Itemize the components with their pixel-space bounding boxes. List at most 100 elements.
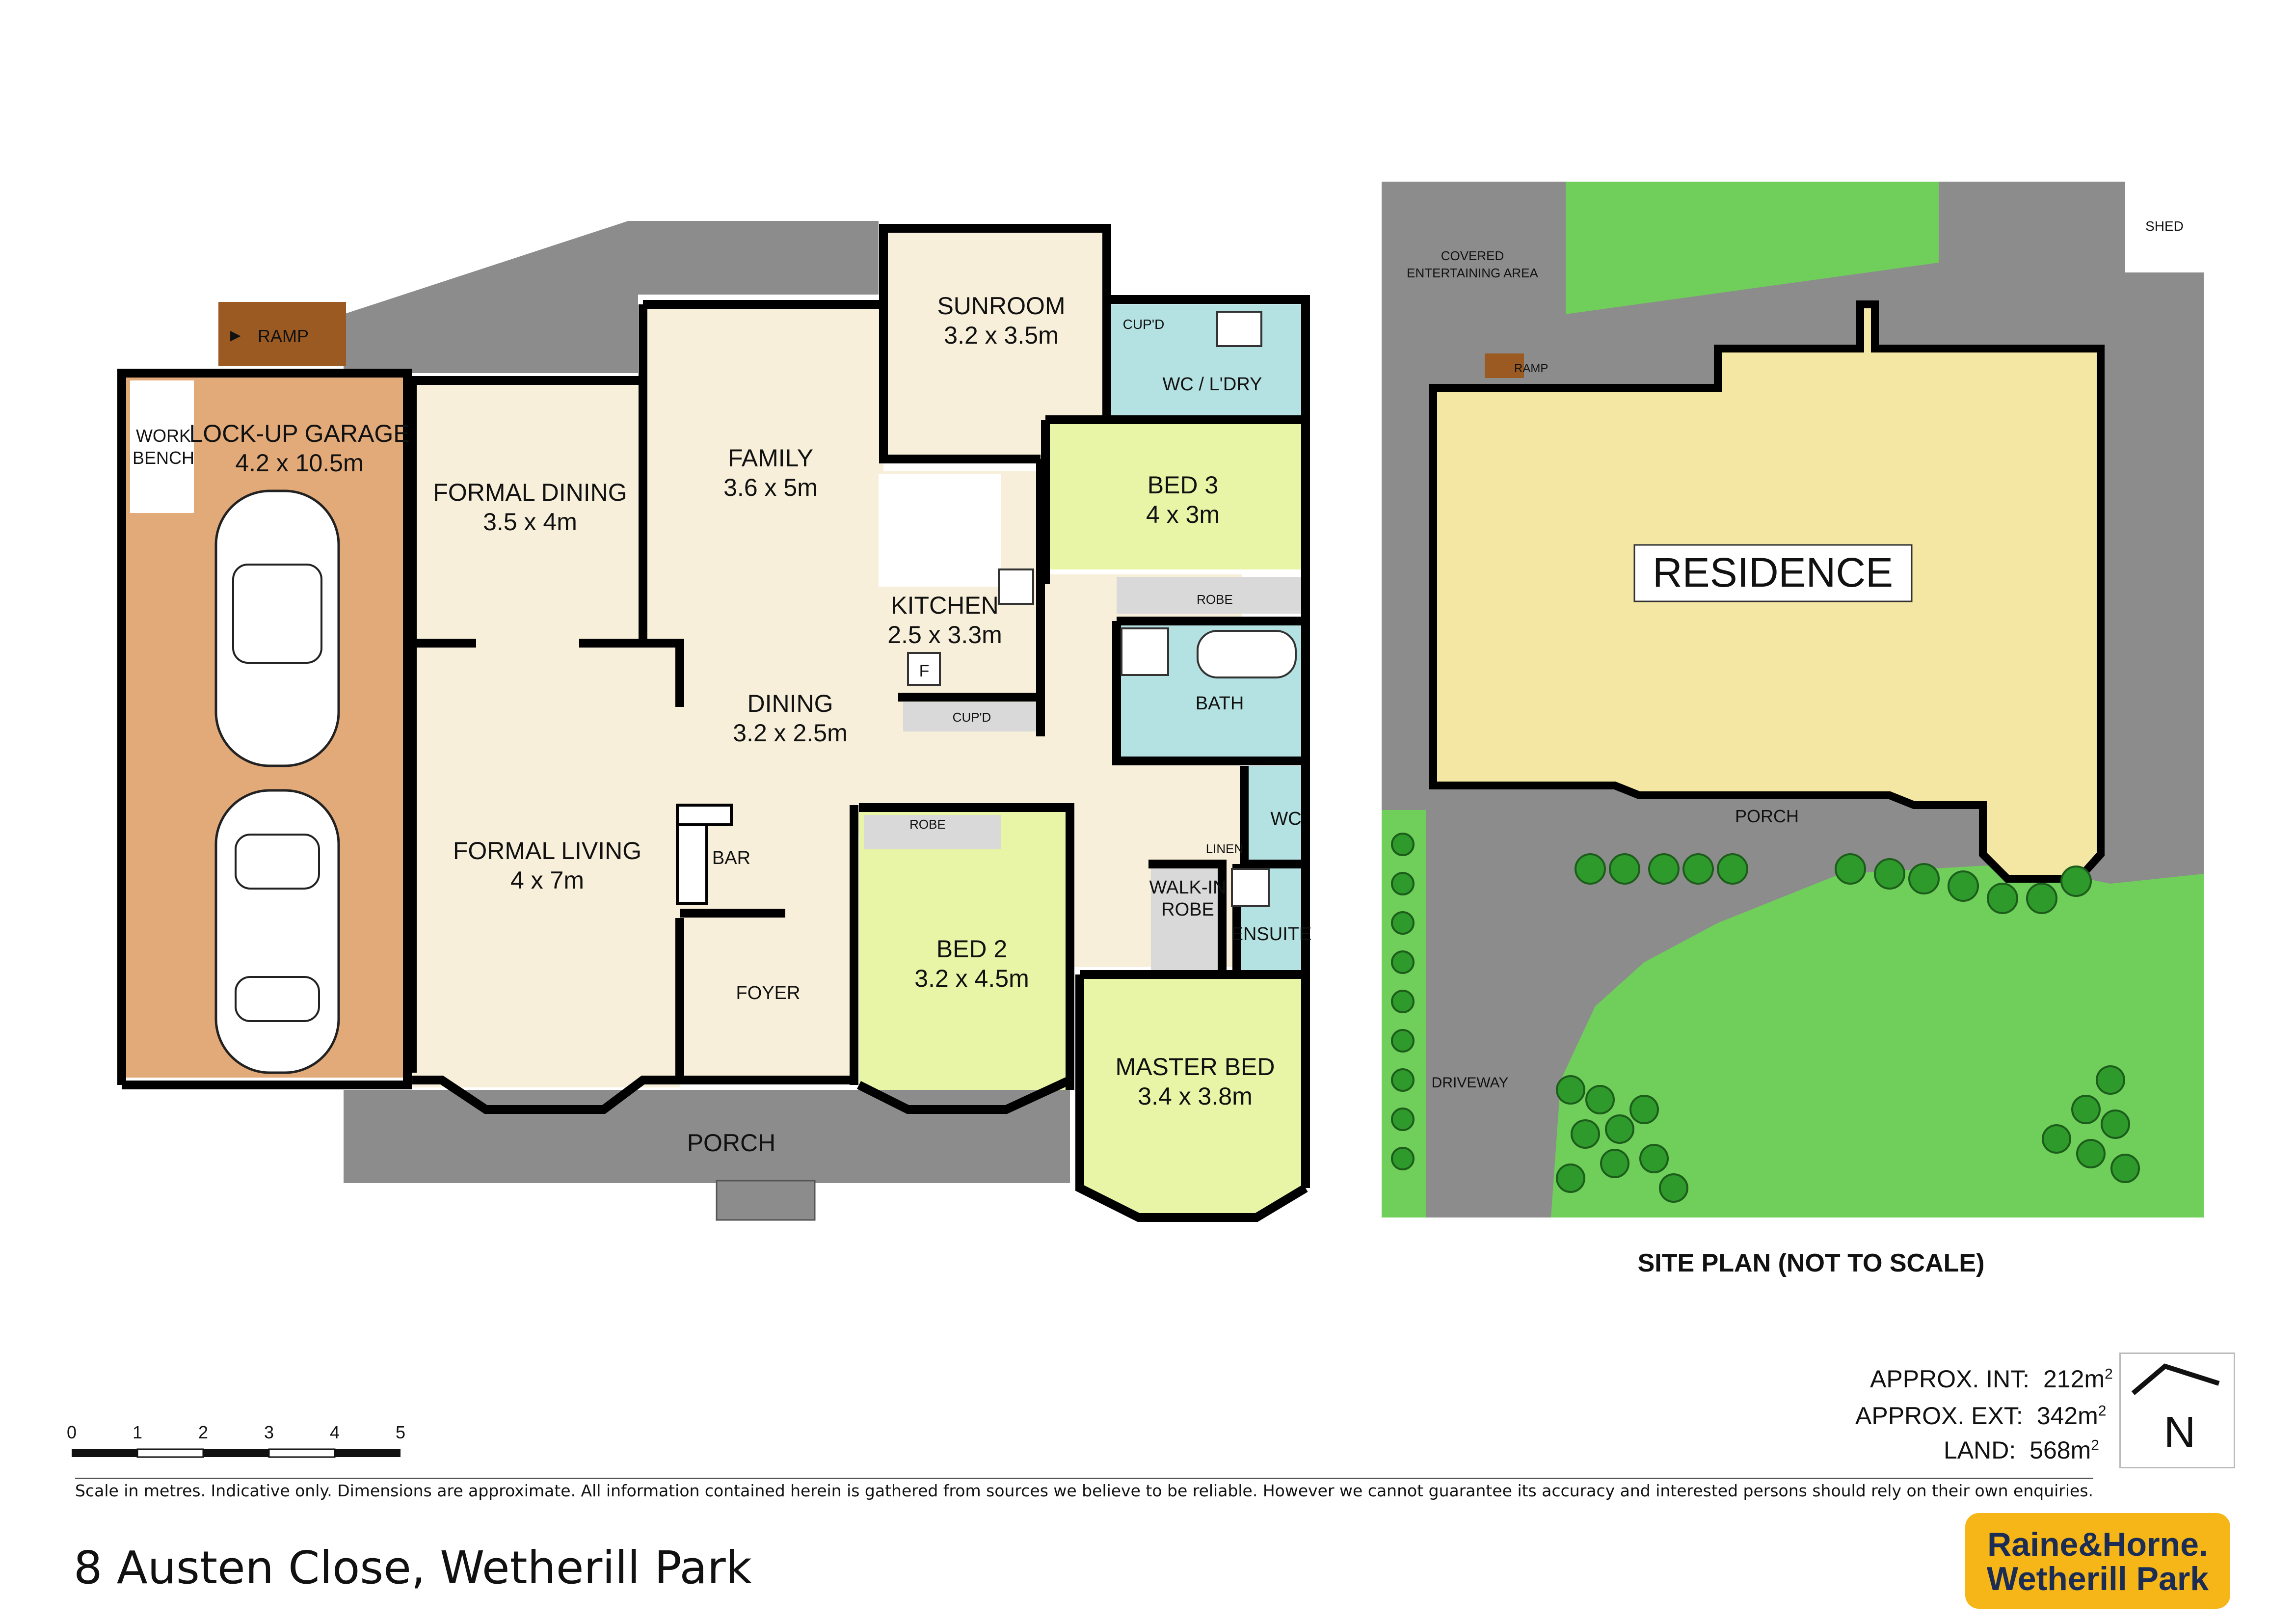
compass-letter: N [2164,1408,2196,1457]
site-lawn-rear [1566,182,1939,314]
covered-label-1: COVERED [1441,248,1504,263]
logo-line-1: Raine&Horne. [1987,1526,2208,1563]
car-bottom-icon [214,789,340,1074]
scale-tick-4: 4 [330,1422,340,1442]
foyer-label: FOYER [736,983,801,1003]
bathtub-icon [1197,630,1297,678]
compass-arrow-icon: N [2131,1363,2220,1457]
shrubs [1391,833,2140,1203]
bar-counter-top [676,804,733,826]
formal-living-fill [412,641,680,1087]
wc-ldry-label: WC / L'DRY [1163,374,1262,395]
porch-label: PORCH [687,1129,776,1157]
foyer-fill [680,805,856,1080]
bath-label: BATH [1196,693,1244,714]
cupd-label-top: CUP'D [1123,317,1165,332]
bed2-fill [859,810,1070,1090]
master-bed-fill [1080,974,1306,1217]
garage-dims: 4.2 x 10.5m [235,449,363,477]
formal-living-name: FORMAL LIVING [453,837,641,865]
kitchen-bench [879,474,1001,587]
sunroom-dims: 3.2 x 3.5m [944,322,1058,349]
residence-label: RESIDENCE [1653,549,1893,595]
bed3-name: BED 3 [1148,471,1219,499]
floor-plan: ► RAMP PORCH [117,221,1311,1222]
ext-area-value: 342m [2036,1402,2098,1430]
dining-name: DINING [748,690,833,717]
robe-bed2 [864,815,1001,849]
fridge-box [907,652,941,686]
ext-area-label: APPROX. EXT: [1855,1402,2023,1430]
formal-living-dims: 4 x 7m [510,866,584,894]
kitchen-name: KITCHEN [891,592,998,619]
residence-label-box [1633,544,1913,602]
bed2-dims: 3.2 x 4.5m [914,965,1029,992]
shed-label: SHED [2145,218,2184,234]
bed3-fill [1045,422,1303,569]
disclaimer: Scale in metres. Indicative only. Dimens… [75,1478,2094,1500]
driveway-label: DRIVEWAY [1432,1075,1509,1091]
porch-steps [716,1180,816,1221]
ensuite-shower-icon [1231,868,1270,907]
wc-ldry-fill [1107,304,1303,417]
robe-bed3-label: ROBE [1197,592,1233,607]
bed3-dims: 4 x 3m [1146,501,1220,528]
site-ramp [1485,353,1524,378]
site-ramp-label: RAMP [1514,362,1548,375]
site-title: SITE PLAN (NOT TO SCALE) [1638,1249,1985,1277]
bar-label: BAR [712,848,750,868]
scale-tick-3: 3 [264,1422,274,1442]
robe-bed2-label: ROBE [909,817,946,832]
formal-dining-name: FORMAL DINING [433,479,627,506]
land-area-row: LAND: 568m2 [1944,1436,2099,1464]
scale-tick-5: 5 [396,1422,405,1442]
car-top-icon [214,489,340,767]
site-plan: RESIDENCE RAMP SHED COVERED ENTERTAINING… [1382,182,2204,1277]
shower-icon [1121,627,1169,676]
cupd-hall [903,702,1038,731]
logo-line-2: Wetherill Park [1986,1560,2209,1597]
cooktop-icon [998,568,1034,605]
sink-icon [1216,311,1262,347]
family-dims: 3.6 x 5m [723,474,818,501]
room-labels: LOCK-UP GARAGE 4.2 x 10.5m FORMAL DINING… [133,292,1311,1110]
work-bench [130,380,194,513]
int-area-label: APPROX. INT: [1870,1365,2030,1393]
formal-dining-dims: 3.5 x 4m [483,508,577,536]
dining-dims: 3.2 x 2.5m [733,719,847,747]
cupd-label-hall: CUP'D [953,710,991,725]
ensuite-label: ENSUITE [1231,924,1312,945]
fridge-label: F [919,662,930,680]
ext-area-unit-sup: 2 [2098,1403,2107,1419]
garage-name: LOCK-UP GARAGE [189,420,409,447]
north-compass-icon: N [2119,1352,2235,1468]
formal-dining-fill [412,380,643,641]
work-bench-label-2: BENCH [133,448,194,468]
family-name: FAMILY [728,444,813,472]
master-bed-dims: 3.4 x 3.8m [1138,1082,1252,1110]
land-area-label: LAND: [1944,1436,2016,1464]
robe-bed3 [1117,577,1303,614]
scale-bar: 0 1 2 3 4 5 [67,1422,405,1458]
int-area-unit-sup: 2 [2105,1366,2113,1382]
int-area-row: APPROX. INT: 212m2 [1870,1365,2113,1393]
scale-ticks: 0 1 2 3 4 5 [67,1422,405,1442]
int-area-value: 212m [2043,1365,2105,1393]
walkin-robe-fill [1151,866,1222,972]
linen-label: LINEN [1206,841,1244,856]
property-address: 8 Austen Close, Wetherill Park [74,1542,752,1594]
walkin-label-1: WALK-IN [1149,877,1227,898]
bed2-name: BED 2 [936,935,1008,963]
master-bed-name: MASTER BED [1115,1053,1275,1081]
walls [117,224,1310,1222]
scale-tick-2: 2 [198,1422,208,1442]
site-shed [2125,182,2204,272]
site-porch-label: PORCH [1735,806,1799,826]
wc-fill [1244,766,1303,864]
scale-tick-0: 0 [67,1422,77,1442]
agency-logo: Raine&Horne. Wetherill Park [1965,1513,2230,1609]
work-bench-label-1: WORK [136,426,191,446]
scale-tick-1: 1 [133,1422,142,1442]
ramp-label: RAMP [258,326,309,346]
